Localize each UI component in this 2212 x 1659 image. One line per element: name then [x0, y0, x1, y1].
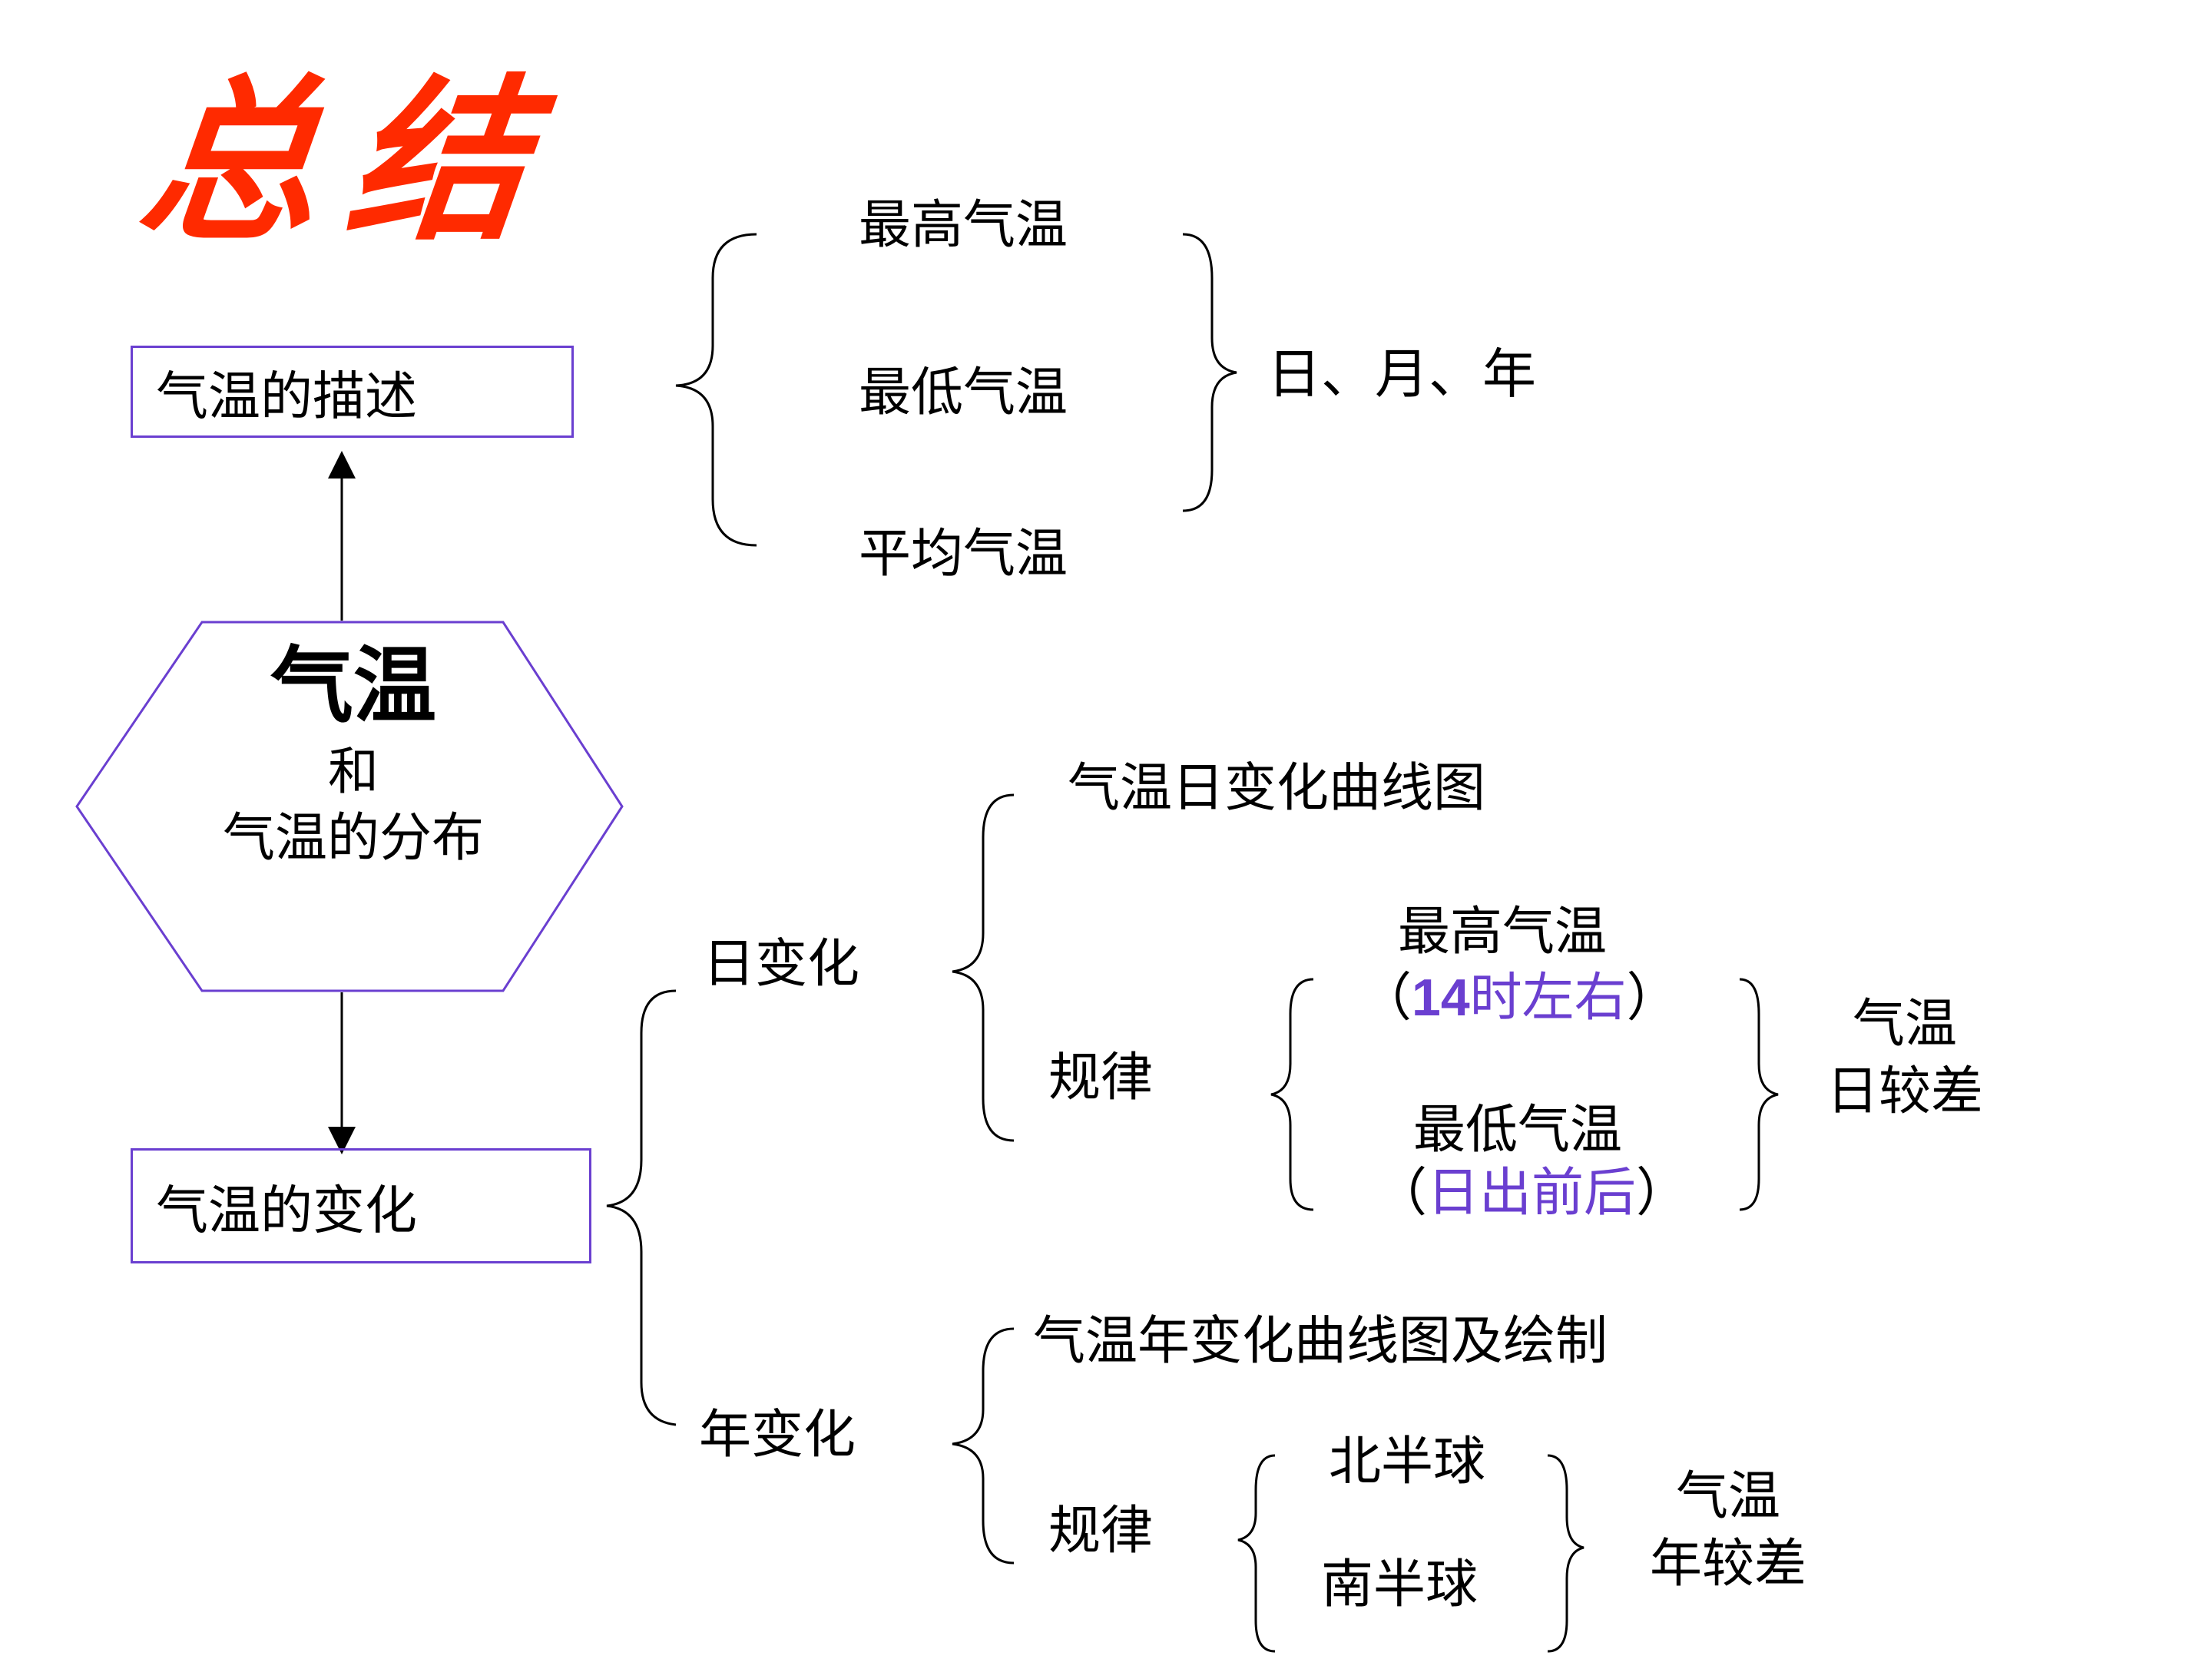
hexagon-main: 气温 — [270, 638, 436, 734]
daily-max-num: 14 — [1412, 969, 1470, 1027]
annual-label: 年变化 — [699, 1405, 856, 1465]
desc-periods: 日、月、年 — [1267, 343, 1536, 406]
daily-max-label: 最高气温 — [1398, 902, 1608, 962]
annual-south: 南半球 — [1321, 1555, 1479, 1615]
brace-daily — [952, 793, 1015, 1142]
daily-min-paren-open: （ — [1375, 1163, 1428, 1224]
hexagon-shape — [75, 621, 624, 992]
brace-daily-rule-left — [1270, 978, 1314, 1211]
daily-min-time-text: 日出前后 — [1427, 1163, 1637, 1224]
page-title: 总结 — [131, 58, 568, 265]
annual-result-1: 气温 — [1675, 1466, 1780, 1527]
daily-max-paren-close: ） — [1626, 968, 1679, 1028]
desc-item-avg: 平均气温 — [859, 524, 1068, 584]
desc-item-min: 最低气温 — [859, 363, 1068, 423]
brace-description-right — [1182, 233, 1237, 512]
brace-annual — [952, 1327, 1015, 1565]
daily-max-time-text: 时左右 — [1469, 968, 1627, 1028]
box-change-label: 气温的变化 — [156, 1181, 418, 1242]
daily-result-2: 日较差 — [1826, 1061, 1983, 1122]
box-description: 气温的描述 — [131, 346, 574, 438]
brace-annual-rule-right — [1547, 1454, 1584, 1653]
daily-min-paren-close: ） — [1636, 1163, 1689, 1224]
hexagon-sub: 气温的分布 — [222, 808, 484, 869]
annual-rule: 规律 — [1048, 1501, 1154, 1561]
daily-max-paren-open: （ — [1359, 968, 1412, 1028]
daily-min-label: 最低气温 — [1413, 1100, 1623, 1161]
box-description-label: 气温的描述 — [156, 366, 418, 428]
brace-daily-rule-right — [1739, 978, 1779, 1211]
annual-north: 北半球 — [1329, 1432, 1486, 1492]
daily-chart: 气温日变化曲线图 — [1068, 758, 1486, 819]
hexagon-conj: 和 — [328, 742, 379, 801]
brace-description-left — [675, 233, 757, 547]
desc-item-max: 最高气温 — [859, 195, 1068, 256]
daily-min-time: （日出前后） — [1375, 1167, 1688, 1220]
daily-max-time: （14时左右） — [1359, 972, 1679, 1025]
brace-annual-rule-left — [1237, 1454, 1276, 1653]
annual-chart: 气温年变化曲线图及绘制 — [1033, 1311, 1608, 1372]
daily-label: 日变化 — [703, 934, 860, 995]
box-change: 气温的变化 — [131, 1148, 591, 1263]
annual-result-2: 年较差 — [1649, 1534, 1806, 1594]
brace-change — [606, 989, 677, 1426]
daily-rule: 规律 — [1048, 1048, 1154, 1108]
daily-result-1: 气温 — [1852, 994, 1957, 1055]
